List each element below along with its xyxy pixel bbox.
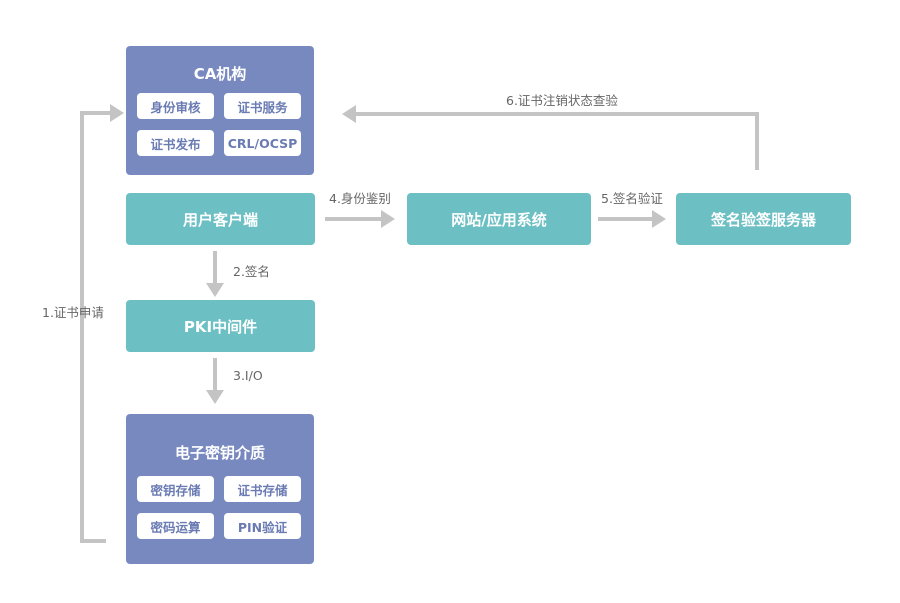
ca-group: CA机构 身份审核 证书服务 证书发布 CRL/OCSP xyxy=(126,46,314,175)
user-client-node: 用户客户端 xyxy=(126,193,315,245)
medium-item-pin-verify: PIN验证 xyxy=(224,513,301,539)
arrowhead-step6 xyxy=(342,105,356,123)
label-step3: 3.I/O xyxy=(233,368,263,383)
arrow-step6 xyxy=(356,112,759,170)
arrowhead-step4 xyxy=(381,210,395,228)
medium-item-crypto-ops: 密码运算 xyxy=(137,513,214,539)
arrowhead-step3 xyxy=(206,390,224,404)
ca-title: CA机构 xyxy=(193,65,247,83)
ca-item-identity-review: 身份审核 xyxy=(137,93,214,119)
key-medium-title: 电子密钥介质 xyxy=(174,444,265,462)
label-step1: 1.证书申请 xyxy=(42,305,104,320)
key-medium-group: 电子密钥介质 密钥存储 证书存储 密码运算 PIN验证 xyxy=(126,414,314,564)
verify-server-node: 签名验签服务器 xyxy=(676,193,851,245)
website-node: 网站/应用系统 xyxy=(407,193,591,245)
label-step4: 4.身份鉴别 xyxy=(329,191,391,206)
label-step6: 6.证书注销状态查验 xyxy=(506,93,618,108)
arrowhead-step5 xyxy=(652,210,666,228)
ca-item-crl-ocsp: CRL/OCSP xyxy=(224,130,301,156)
arrowhead-step1 xyxy=(110,104,124,122)
ca-item-cert-service: 证书服务 xyxy=(224,93,301,119)
ca-item-cert-publish: 证书发布 xyxy=(137,130,214,156)
pki-middleware-node: PKI中间件 xyxy=(126,300,315,352)
label-step2: 2.签名 xyxy=(233,264,270,279)
arrowhead-step2 xyxy=(206,283,224,297)
medium-item-key-storage: 密钥存储 xyxy=(137,476,214,502)
medium-item-cert-storage: 证书存储 xyxy=(224,476,301,502)
arrow-step1 xyxy=(80,111,112,543)
label-step5: 5.签名验证 xyxy=(601,191,663,206)
